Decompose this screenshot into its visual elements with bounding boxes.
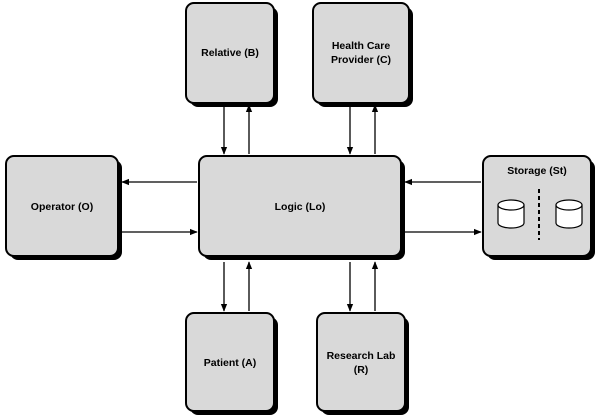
database-icon (497, 199, 525, 229)
operator-label: Operator (O) (31, 201, 93, 213)
relative-node: Relative (B) (185, 2, 278, 107)
storage-node: Storage (St) (482, 155, 595, 260)
research-label-line1: Research Lab (327, 350, 396, 362)
research-node: Research Lab (R) (316, 312, 409, 415)
provider-label-line2: Provider (C) (331, 54, 391, 66)
relative-label: Relative (B) (201, 47, 259, 59)
logic-node: Logic (Lo) (198, 155, 405, 260)
patient-node: Patient (A) (185, 312, 278, 415)
operator-node: Operator (O) (5, 155, 122, 260)
patient-label: Patient (A) (204, 357, 257, 369)
database-icon (555, 199, 583, 229)
provider-label-line1: Health Care (332, 40, 391, 52)
research-label-line2: (R) (354, 364, 369, 376)
storage-label: Storage (St) (507, 165, 567, 177)
provider-node: Health Care Provider (C) (312, 2, 413, 107)
logic-label: Logic (Lo) (275, 201, 326, 213)
